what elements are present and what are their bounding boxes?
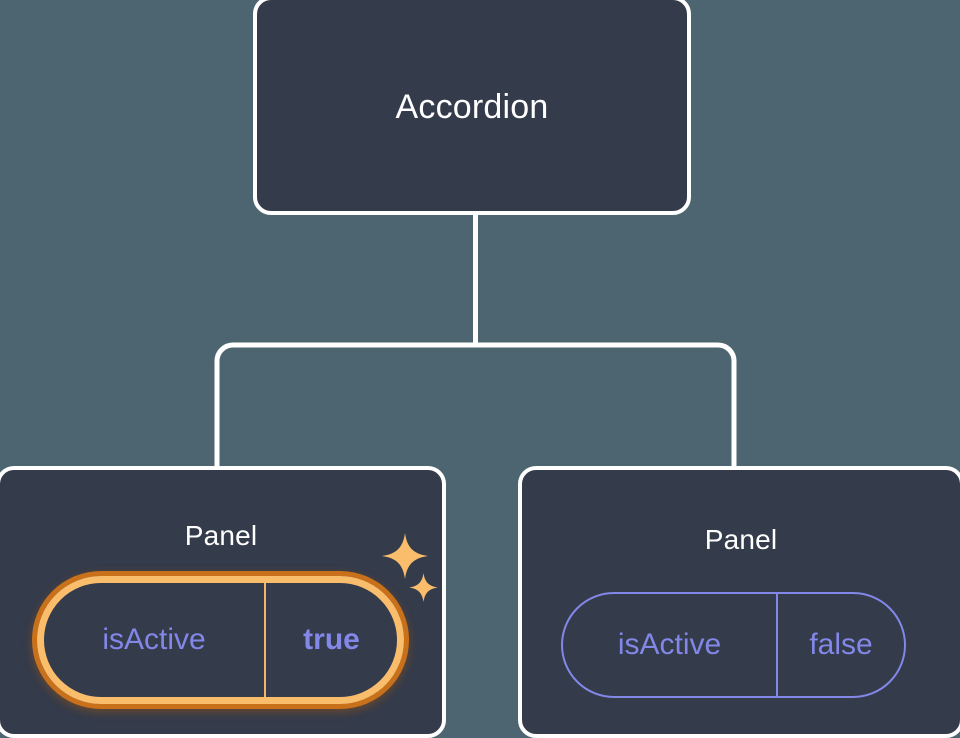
node-panel-left[interactable]: Panel isActive true	[0, 466, 446, 738]
connector-branch-left	[214, 342, 476, 470]
node-panel-left-title: Panel	[184, 520, 258, 551]
prop-value-label: false	[809, 628, 873, 661]
prop-key-label: isActive	[563, 594, 778, 696]
prop-pill-isactive-true[interactable]: isActive true	[37, 576, 404, 704]
node-accordion-title: Accordion	[395, 88, 549, 126]
prop-pill-isactive-false[interactable]: isActive false	[561, 592, 906, 698]
node-accordion[interactable]: Accordion	[253, 0, 691, 215]
connector-branch-right	[475, 342, 737, 470]
prop-key-label: isActive	[44, 583, 266, 697]
node-panel-right-title: Panel	[704, 524, 778, 555]
prop-value-label: true	[303, 623, 360, 656]
node-panel-right[interactable]: Panel isActive false	[518, 466, 960, 738]
